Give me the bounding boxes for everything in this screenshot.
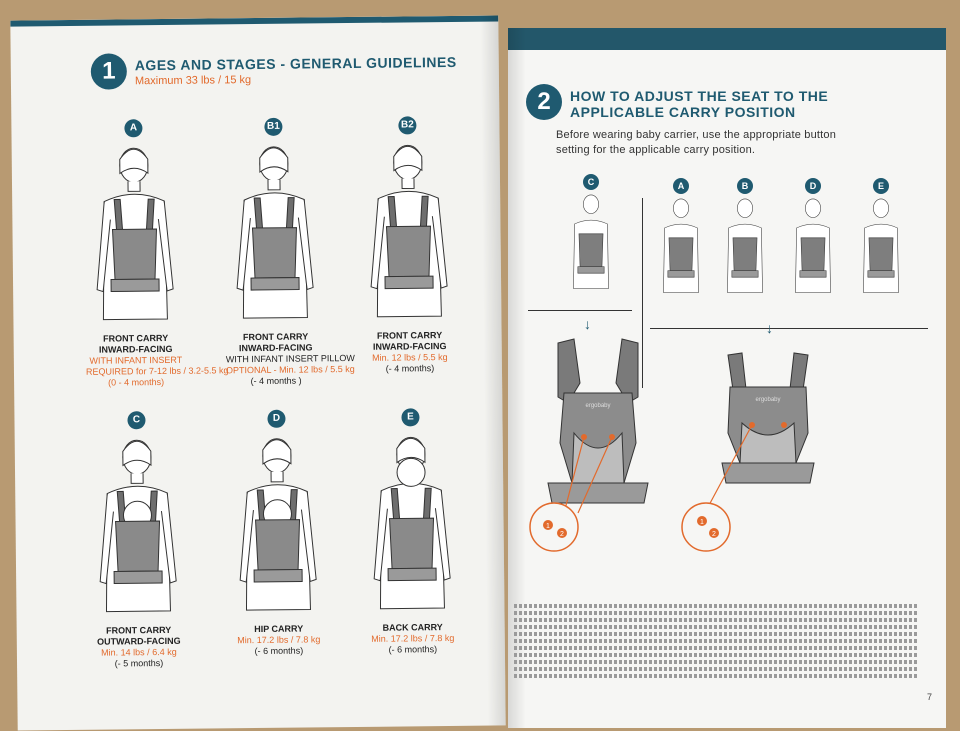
- callout-number: 2: [560, 531, 564, 538]
- section-number-badge: 1: [90, 53, 128, 90]
- caption-line: (- 4 months): [385, 363, 435, 374]
- brand-label: ergobaby: [585, 403, 610, 409]
- caption-line: (0 - 4 months): [108, 376, 165, 388]
- callout-number: 2: [712, 531, 716, 538]
- carrier-illustration-icon: [99, 439, 177, 613]
- section-subtitle: Maximum 33 lbs / 15 kg: [134, 74, 252, 88]
- multilingual-fine-print: [514, 604, 918, 681]
- seat-setting-figure: D: [786, 178, 840, 303]
- caption-line: (- 4 months ): [250, 375, 302, 387]
- section-number-badge: 2: [526, 84, 562, 120]
- carrier-illustration-icon: [373, 436, 451, 610]
- caption-line: Min. 12 lbs / 5.5 kg: [372, 352, 448, 363]
- seat-setting-figure: C: [564, 174, 618, 299]
- carrier-illustration-icon: [863, 198, 899, 293]
- left-page: 1 AGES AND STAGES - GENERAL GUIDELINES M…: [10, 15, 506, 731]
- position-badge: C: [583, 174, 599, 190]
- seat-setting-figure: A: [654, 178, 708, 303]
- position-badge: B2: [398, 116, 417, 135]
- position-badge: B1: [264, 117, 283, 136]
- seat-setting-figure: B: [718, 178, 772, 303]
- intro-line-2: setting for the applicable carry positio…: [556, 144, 756, 156]
- section-title-line-2: APPLICABLE CARRY POSITION: [570, 104, 796, 120]
- caption-line: Min. 17.2 lbs / 7.8 kg: [237, 634, 321, 646]
- left-page-top-band: [10, 15, 499, 27]
- position-badge: E: [873, 178, 889, 194]
- divider-line: [528, 310, 632, 311]
- carrier-illustration-icon: [573, 194, 609, 289]
- right-page-top-band: [508, 28, 946, 50]
- section-title: AGES AND STAGES - GENERAL GUIDELINES: [134, 53, 457, 74]
- callout-number: 1: [700, 519, 704, 526]
- arrow-down-icon: ↓: [766, 320, 773, 336]
- caption-line: (- 6 months): [254, 645, 304, 657]
- caption-line: (- 5 months): [114, 658, 164, 669]
- carrier-illustration-icon: [795, 198, 831, 293]
- position-badge: D: [805, 178, 821, 194]
- divider-line: [650, 328, 928, 329]
- carrier-illustration-icon: [663, 198, 699, 293]
- caption-line: REQUIRED for 7-12 lbs / 3.2-5.5 kg: [85, 365, 229, 377]
- callout-number: 1: [546, 523, 550, 530]
- position-badge: B: [737, 178, 753, 194]
- page-number: 7: [926, 692, 932, 702]
- position-badge: A: [124, 119, 143, 138]
- caption-line: OPTIONAL - Min. 12 lbs / 5.5 kg: [225, 363, 355, 376]
- caption-line: Min. 14 lbs / 6.4 kg: [101, 646, 177, 658]
- section-title-line-1: HOW TO ADJUST THE SEAT TO THE: [570, 88, 829, 104]
- carrier-illustration-icon: [239, 438, 317, 611]
- carrier-illustration-icon: [370, 144, 448, 318]
- gutter-shadow: [480, 15, 506, 726]
- right-page: 2 HOW TO ADJUST THE SEAT TO THE APPLICAB…: [508, 28, 946, 728]
- carrier-illustration-icon: [236, 146, 314, 319]
- position-badge: C: [127, 411, 146, 430]
- arrow-down-icon: ↓: [584, 316, 591, 332]
- position-badge: A: [673, 178, 689, 194]
- caption-line: (- 6 months): [388, 644, 438, 655]
- seat-setting-figure: E: [854, 178, 908, 303]
- caption-line: Min. 17.2 lbs / 7.8 kg: [371, 632, 455, 644]
- intro-line-1: Before wearing baby carrier, use the app…: [556, 129, 837, 141]
- divider-line: [642, 198, 643, 388]
- brand-label: ergobaby: [755, 397, 780, 403]
- position-badge: E: [401, 408, 420, 427]
- gutter-shadow: [508, 28, 526, 728]
- carrier-seat-diagram: 1 2 ergobaby: [529, 338, 649, 552]
- position-badge: D: [267, 409, 286, 428]
- carrier-illustration-icon: [96, 147, 174, 321]
- carrier-seat-diagram: 1 2 ergobaby: [681, 352, 815, 552]
- carrier-illustration-icon: [727, 198, 763, 293]
